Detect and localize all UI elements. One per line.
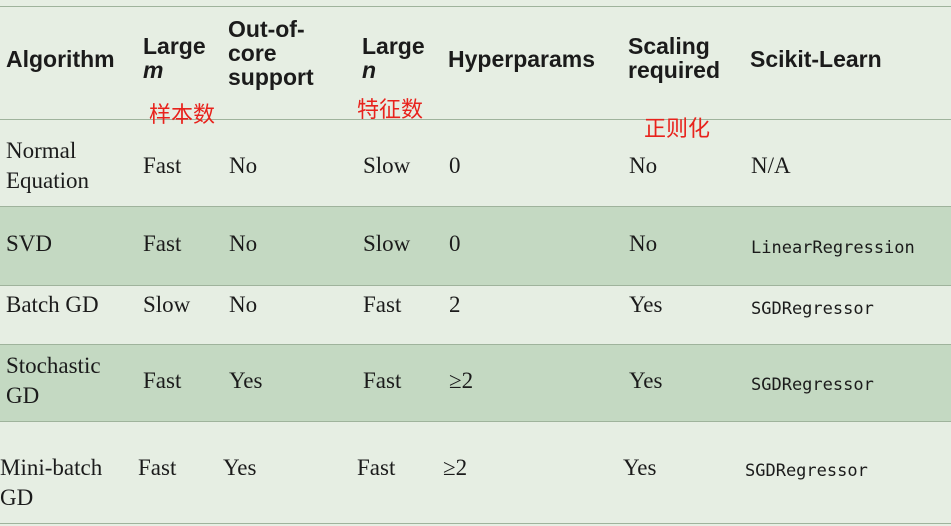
row-rule [0, 285, 951, 286]
cell-large-n: Fast [357, 455, 396, 480]
annotation-features: 特征数 [357, 98, 424, 123]
cell-hyperparams: ≥2 [443, 455, 468, 480]
cell-scikit-learn: SGDRegressor [751, 375, 874, 395]
cell-algorithm: Stochastic GD [6, 353, 101, 408]
cell-scaling: No [629, 153, 658, 178]
cell-large-n: Slow [363, 153, 411, 178]
cell-hyperparams: ≥2 [449, 368, 474, 393]
header-algorithm: Algorithm [6, 46, 115, 72]
row-rule [0, 206, 951, 207]
header-large-n: Large n [362, 34, 425, 82]
cell-large-m: Fast [143, 231, 182, 256]
cell-scikit-learn: LinearRegression [751, 238, 915, 258]
table-top-rule [0, 6, 951, 7]
header-large-n-var: n [362, 57, 377, 83]
row-rule [0, 421, 951, 422]
header-large-m: Large m [143, 34, 206, 82]
header-scikit-learn: Scikit-Learn [750, 46, 882, 72]
cell-scaling: Yes [623, 455, 657, 480]
cell-scaling: Yes [629, 292, 663, 317]
cell-large-m: Fast [138, 455, 177, 480]
cell-algorithm: SVD [6, 231, 53, 256]
cell-out-of-core: No [229, 292, 258, 317]
header-scaling: Scaling required [628, 33, 721, 83]
cell-out-of-core: Yes [229, 368, 263, 393]
cell-large-m: Fast [143, 153, 182, 178]
header-bottom-rule [0, 119, 951, 120]
header-large-m-word: Large [143, 33, 206, 59]
cell-hyperparams: 2 [449, 292, 461, 317]
cell-out-of-core: Yes [223, 455, 257, 480]
cell-scikit-learn: SGDRegressor [745, 461, 868, 481]
annotation-normalization: 正则化 [644, 117, 711, 142]
row-rule [0, 344, 951, 345]
shaded-row-bg-stochastic [0, 344, 951, 421]
table-bottom-rule [0, 523, 951, 524]
cell-algorithm: Batch GD [6, 292, 99, 317]
header-large-m-var: m [143, 57, 164, 83]
cell-algorithm: Normal Equation [6, 138, 90, 193]
header-large-n-word: Large [362, 33, 425, 59]
cell-large-n: Fast [363, 368, 402, 393]
header-hyperparams: Hyperparams [448, 46, 596, 72]
annotation-samples: 样本数 [149, 103, 216, 128]
cell-scaling: Yes [629, 368, 663, 393]
cell-large-n: Fast [363, 292, 402, 317]
cell-large-n: Slow [363, 231, 411, 256]
header-out-of-core: Out-of- core support [228, 16, 314, 90]
cell-hyperparams: 0 [449, 231, 461, 256]
cell-algorithm: Mini-batch GD [0, 455, 103, 510]
cell-scaling: No [629, 231, 658, 256]
cell-out-of-core: No [229, 231, 258, 256]
cell-hyperparams: 0 [449, 153, 461, 178]
shaded-row-bg-svd [0, 206, 951, 285]
cell-scikit-learn: SGDRegressor [751, 299, 874, 319]
cell-scikit-learn: N/A [751, 153, 791, 178]
cell-large-m: Slow [143, 292, 191, 317]
cell-large-m: Fast [143, 368, 182, 393]
cell-out-of-core: No [229, 153, 258, 178]
